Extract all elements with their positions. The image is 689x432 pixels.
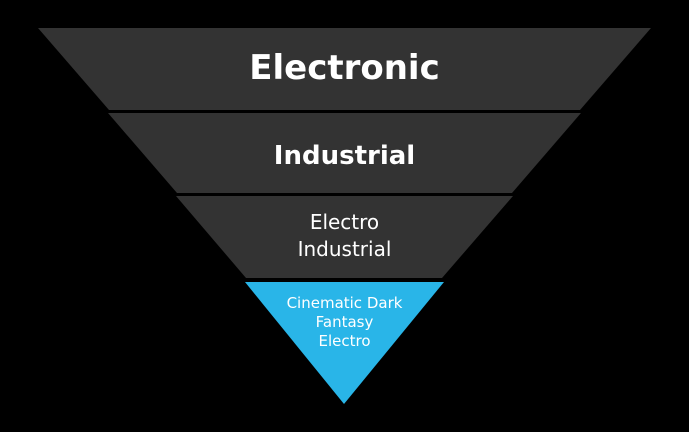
funnel-tier-3-shape [176,196,513,278]
tier-2-line-1: Industrial [273,141,416,171]
tier-3-line-1: Electro [309,210,380,234]
tier-4-line-2: Fantasy [315,313,374,331]
funnel-tier-4-shape [245,282,444,404]
funnel-tier-2-shape [108,113,581,193]
funnel-tier-1-label: Electronic [0,45,689,91]
tier-3-line-2: Industrial [297,237,392,261]
funnel-tier-3-label: Electro Industrial [0,209,689,263]
funnel-tier-2-label: Industrial [0,138,689,174]
funnel-tier-4-label: Cinematic Dark Fantasy Electro [0,294,689,351]
funnel-tier-1-shape [38,28,651,110]
tier-4-line-3: Electro [318,332,371,350]
tier-1-line-1: Electronic [249,48,440,88]
tier-4-line-1: Cinematic Dark [286,294,403,312]
